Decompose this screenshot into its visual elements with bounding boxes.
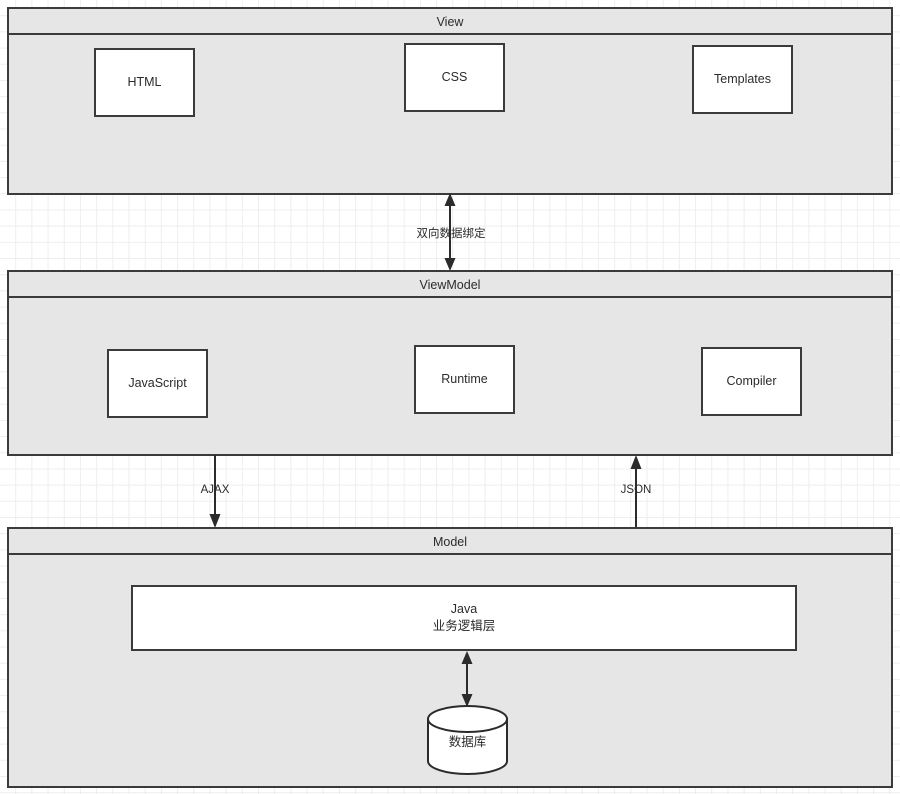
lane-model-body: Java 业务逻辑层 数据库 (9, 555, 891, 786)
arrowhead-down-icon (444, 258, 456, 271)
lane-model[interactable]: Model Java 业务逻辑层 (7, 527, 893, 788)
lane-view-body: HTML CSS Templates (9, 35, 891, 193)
node-java-label-block: Java 业务逻辑层 (433, 601, 496, 635)
node-java-label-line1: Java (450, 602, 478, 617)
node-runtime[interactable]: Runtime (414, 345, 515, 414)
node-html-label: HTML (127, 75, 162, 90)
connector-ajax-label: AJAX (200, 484, 230, 496)
node-templates[interactable]: Templates (692, 45, 793, 114)
node-compiler-label: Compiler (726, 374, 777, 389)
lane-view-title: View (9, 9, 891, 35)
node-javascript-label: JavaScript (128, 376, 187, 391)
arrowhead-up-icon (444, 193, 456, 206)
arrowhead-up-icon (630, 455, 642, 469)
arrowhead-down-icon (209, 514, 221, 528)
node-compiler[interactable]: Compiler (701, 347, 802, 416)
lane-view[interactable]: View HTML CSS Templates (7, 7, 893, 195)
lane-viewmodel[interactable]: ViewModel JavaScript Runtime Compiler (7, 270, 893, 456)
lane-model-title: Model (9, 529, 891, 555)
connector-view-viewmodel[interactable] (430, 193, 470, 271)
node-templates-label: Templates (714, 72, 771, 87)
node-css[interactable]: CSS (404, 43, 505, 112)
node-java-label-line2: 业务逻辑层 (432, 619, 496, 633)
connector-json[interactable] (621, 455, 651, 528)
connector-view-viewmodel-label: 双向数据绑定 (416, 228, 486, 240)
arrowhead-down-icon (461, 694, 473, 707)
arrowhead-up-icon (461, 651, 473, 664)
lane-viewmodel-body: JavaScript Runtime Compiler (9, 298, 891, 454)
connector-java-database[interactable] (452, 651, 482, 707)
connector-ajax[interactable] (200, 455, 230, 528)
lane-viewmodel-title: ViewModel (9, 272, 891, 298)
node-css-label: CSS (441, 70, 468, 85)
node-runtime-label: Runtime (441, 372, 488, 387)
node-java-business-layer[interactable]: Java 业务逻辑层 (131, 585, 797, 651)
database-cylinder-icon (427, 705, 508, 775)
node-html[interactable]: HTML (94, 48, 195, 117)
connector-json-label: JSON (620, 484, 652, 496)
node-javascript[interactable]: JavaScript (107, 349, 208, 418)
node-database[interactable]: 数据库 (426, 705, 509, 775)
